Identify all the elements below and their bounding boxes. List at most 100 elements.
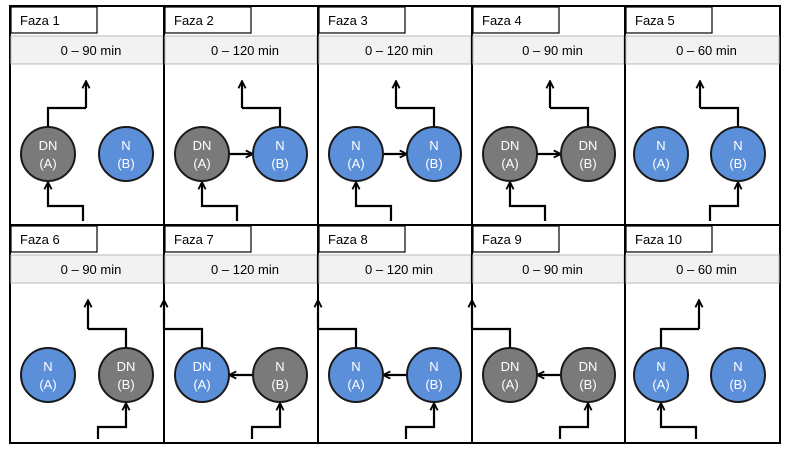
phase-label: Faza 5 xyxy=(635,13,675,28)
inflow-arrow xyxy=(202,183,239,221)
node-b-circle xyxy=(98,347,154,403)
phase-label: Faza 3 xyxy=(328,13,368,28)
outflow-line xyxy=(472,327,512,348)
node-b-type: DN xyxy=(117,359,136,374)
inflow-arrow xyxy=(96,404,126,439)
node-a-id: (A) xyxy=(39,377,56,392)
node-a-circle xyxy=(328,126,384,182)
node-a-id: (A) xyxy=(347,156,364,171)
node-b-circle xyxy=(710,347,766,403)
inflow-arrow xyxy=(250,404,280,439)
node-b-id: (B) xyxy=(117,377,134,392)
node-a-circle xyxy=(328,347,384,403)
phase-time-box xyxy=(472,35,625,65)
phase-label: Faza 1 xyxy=(20,13,60,28)
phase-time-box xyxy=(164,254,318,284)
phase-time: 0 – 60 min xyxy=(676,262,737,277)
node-a-id: (A) xyxy=(652,156,669,171)
phase-label-box xyxy=(164,6,252,34)
phase-label-box xyxy=(472,225,560,253)
inflow-arrow xyxy=(356,183,393,221)
node-b-id: (B) xyxy=(117,156,134,171)
phase-label: Faza 9 xyxy=(482,232,522,247)
node-a-id: (A) xyxy=(347,377,364,392)
phase-label-box xyxy=(10,6,98,34)
node-b-circle xyxy=(98,126,154,182)
node-b-id: (B) xyxy=(425,156,442,171)
outflow-line xyxy=(700,106,740,127)
node-a-type: DN xyxy=(501,138,520,153)
node-b-type: N xyxy=(429,359,438,374)
phase-time-box xyxy=(10,35,164,65)
inflow-arrow xyxy=(661,404,698,439)
phase-time-box xyxy=(472,254,625,284)
phase-time-box xyxy=(318,254,472,284)
node-b-type: N xyxy=(429,138,438,153)
node-a-type: N xyxy=(351,359,360,374)
outflow-line xyxy=(164,327,204,348)
phase-time: 0 – 90 min xyxy=(61,43,122,58)
phase-label: Faza 10 xyxy=(635,232,682,247)
phase-time: 0 – 90 min xyxy=(61,262,122,277)
outflow-line xyxy=(46,106,86,127)
node-a-circle xyxy=(482,126,538,182)
inflow-arrow xyxy=(404,404,434,439)
phase-label-box xyxy=(10,225,98,253)
node-a-id: (A) xyxy=(193,156,210,171)
phase-label: Faza 2 xyxy=(174,13,214,28)
node-b-id: (B) xyxy=(271,156,288,171)
node-b-id: (B) xyxy=(729,156,746,171)
phase-time-box xyxy=(625,35,780,65)
node-b-type: N xyxy=(121,138,130,153)
node-b-circle xyxy=(252,347,308,403)
node-b-type: DN xyxy=(579,138,598,153)
node-a-circle xyxy=(633,347,689,403)
phase-label-box xyxy=(625,6,713,34)
node-a-type: DN xyxy=(501,359,520,374)
node-a-type: DN xyxy=(193,138,212,153)
outflow-line xyxy=(88,327,128,348)
node-a-id: (A) xyxy=(652,377,669,392)
node-b-id: (B) xyxy=(579,156,596,171)
node-b-id: (B) xyxy=(425,377,442,392)
inflow-arrow xyxy=(510,183,547,221)
phase-time: 0 – 120 min xyxy=(365,43,433,58)
node-a-type: N xyxy=(656,138,665,153)
phase-time: 0 – 120 min xyxy=(365,262,433,277)
phase-label-box xyxy=(472,6,560,34)
node-b-circle xyxy=(406,126,462,182)
inflow-arrow xyxy=(558,404,588,439)
node-a-circle xyxy=(174,347,230,403)
phase-label-box xyxy=(625,225,713,253)
phase-time: 0 – 60 min xyxy=(676,43,737,58)
outflow-line xyxy=(242,106,282,127)
node-a-type: N xyxy=(351,138,360,153)
node-a-id: (A) xyxy=(501,156,518,171)
node-a-circle xyxy=(20,347,76,403)
phase-time: 0 – 90 min xyxy=(522,262,583,277)
phase-time-box xyxy=(625,254,780,284)
node-b-type: N xyxy=(275,359,284,374)
phase-cell-border xyxy=(624,224,781,444)
inflow-arrow xyxy=(708,183,738,221)
phase-label: Faza 4 xyxy=(482,13,522,28)
phase-time: 0 – 120 min xyxy=(211,43,279,58)
phase-label-box xyxy=(164,225,252,253)
node-b-type: N xyxy=(733,138,742,153)
node-b-type: N xyxy=(275,138,284,153)
phase-time-box xyxy=(10,254,164,284)
outflow-line xyxy=(396,106,436,127)
node-a-circle xyxy=(174,126,230,182)
node-b-type: N xyxy=(733,359,742,374)
node-b-circle xyxy=(252,126,308,182)
node-b-id: (B) xyxy=(729,377,746,392)
